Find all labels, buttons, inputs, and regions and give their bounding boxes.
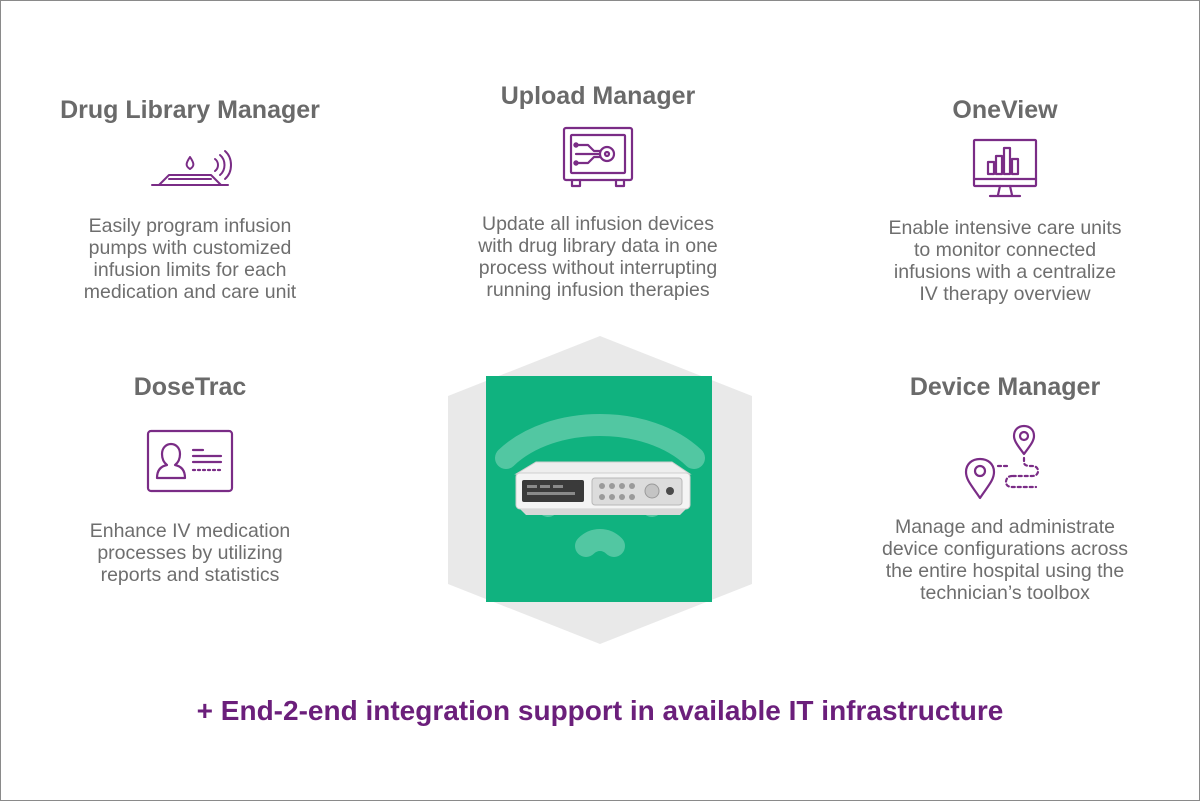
feature-desc-line: Update all infusion devices <box>482 213 714 235</box>
data-safe-icon <box>562 126 634 188</box>
feature-desc-line: running infusion therapies <box>486 279 710 301</box>
feature-upload-manager: Upload Manager Update all infusion devic… <box>448 81 748 301</box>
feature-desc-line: device configurations across <box>881 538 1129 560</box>
feature-desc-line: pumps with customized <box>88 237 292 259</box>
pump-drop-wireless-icon <box>151 150 232 186</box>
feature-title: Drug Library Manager <box>60 96 320 124</box>
feature-desc-line: the entire hospital using the <box>885 560 1125 582</box>
integration-footer: + End-2-end integration support in avail… <box>196 695 1004 726</box>
feature-desc-line: medication and care unit <box>83 281 297 303</box>
feature-title: DoseTrac <box>133 373 247 401</box>
feature-desc-line: reports and statistics <box>100 564 280 586</box>
feature-desc-line: infusion limits for each <box>93 259 287 281</box>
monitor-bar-chart-icon <box>972 138 1038 198</box>
infusion-pump-hub-graphic <box>448 336 752 644</box>
feature-desc-line: IV therapy overview <box>919 283 1091 305</box>
feature-desc-line: Enable intensive care units <box>888 217 1122 239</box>
feature-desc-line: process without interrupting <box>478 257 718 279</box>
feature-desc-line: Manage and administrate <box>894 516 1116 538</box>
feature-title: Device Manager <box>909 373 1101 401</box>
feature-device-manager: Device Manager Manage and administrate d… <box>855 372 1155 604</box>
feature-desc-line: with drug library data in one <box>478 235 718 257</box>
feature-desc-line: to monitor connected <box>913 239 1097 261</box>
feature-desc-line: processes by utilizing <box>97 542 283 564</box>
feature-desc-line: technician’s toolbox <box>920 582 1090 604</box>
feature-dosetrac: DoseTrac Enhance IV medication processes… <box>40 372 340 586</box>
id-card-icon <box>146 429 234 493</box>
feature-drug-library-manager: Drug Library Manager Easily program infu… <box>40 95 340 303</box>
feature-title: Upload Manager <box>500 82 696 110</box>
feature-desc-line: Enhance IV medication <box>89 520 291 542</box>
feature-oneview: OneView Enable intensive care units to m… <box>855 95 1155 305</box>
feature-title: OneView <box>952 96 1058 124</box>
location-route-icon <box>964 424 1040 500</box>
feature-desc-line: infusions with a centralize <box>893 261 1117 283</box>
infusion-pump-icon <box>514 461 692 515</box>
feature-desc-line: Easily program infusion <box>88 215 292 237</box>
